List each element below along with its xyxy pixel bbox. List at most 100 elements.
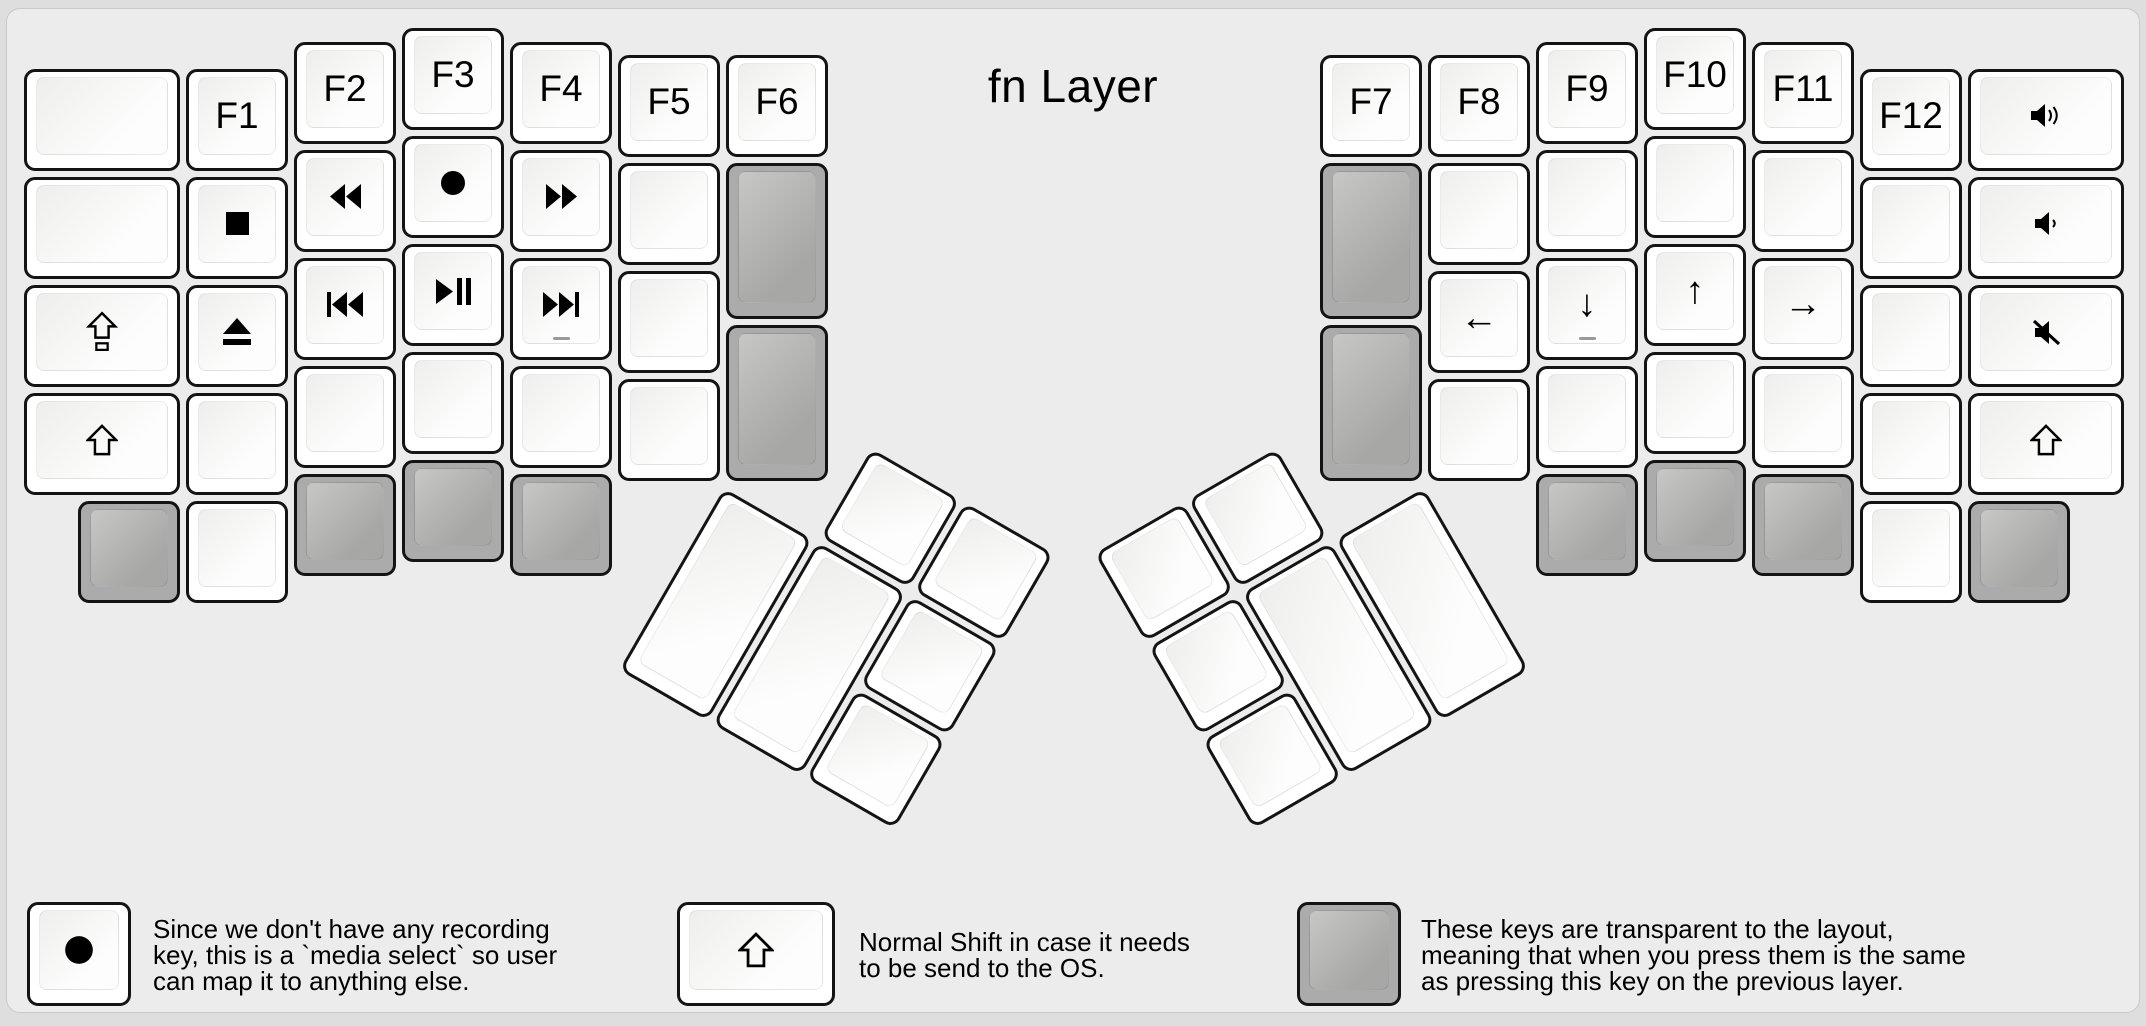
key-blank[interactable] [1752, 365, 1854, 468]
key-face [1202, 461, 1309, 569]
key-label: F8 [1457, 81, 1501, 122]
key-transparent[interactable] [294, 473, 396, 576]
key-f4[interactable]: F4 [510, 41, 612, 144]
key-play-pause[interactable] [402, 244, 504, 346]
key-arrow-right[interactable]: → [1752, 257, 1854, 360]
key-mute[interactable] [1968, 284, 2124, 387]
key-stop[interactable] [186, 176, 288, 279]
key-blank[interactable] [1536, 365, 1638, 468]
key-blank[interactable] [618, 163, 720, 265]
key-blank[interactable] [1536, 149, 1638, 252]
legend-line: key, this is a `media select` so user [153, 940, 558, 970]
legend-line: can map it to anything else. [153, 966, 470, 996]
key-face [1440, 171, 1518, 249]
shift-icon [1971, 396, 2121, 484]
key-transparent[interactable] [1644, 460, 1746, 562]
key-blank[interactable] [1428, 379, 1530, 481]
key-blank[interactable] [24, 176, 180, 279]
key-face [414, 252, 492, 330]
key-transparent[interactable] [1968, 500, 2070, 603]
key-blank[interactable] [1860, 176, 1962, 279]
key-blank[interactable] [618, 271, 720, 373]
transparent-sample-key[interactable] [1297, 902, 1401, 1006]
key-f11[interactable]: F11 [1752, 41, 1854, 144]
key-blank[interactable] [618, 379, 720, 481]
key-fast-forward[interactable] [510, 149, 612, 252]
key-face [1764, 157, 1842, 236]
key-next-track[interactable] [510, 257, 612, 360]
key-transparent[interactable] [402, 460, 504, 562]
key-face [1872, 292, 1950, 371]
key-blank[interactable] [1752, 149, 1854, 252]
key-face [824, 702, 932, 810]
key-blank[interactable] [1860, 500, 1962, 603]
key-blank[interactable] [186, 500, 288, 603]
key-f7[interactable]: F7 [1320, 55, 1422, 157]
legend-text-transparent-keys: These keys are transparent to the layout… [1421, 916, 1966, 994]
key-blank[interactable] [1644, 352, 1746, 454]
key-transparent[interactable] [1752, 473, 1854, 576]
key-face [1440, 63, 1518, 141]
key-blank[interactable] [510, 365, 612, 468]
key-face [414, 360, 492, 438]
key-prev-track[interactable] [294, 257, 396, 360]
key-blank[interactable] [1644, 136, 1746, 238]
key-f1[interactable]: F1 [186, 68, 288, 171]
key-label: F7 [1349, 81, 1393, 122]
key-face [1440, 387, 1518, 465]
key-face [738, 63, 816, 141]
legend-line: These keys are transparent to the layout… [1421, 914, 1894, 944]
key-volume-up[interactable] [1968, 68, 2124, 171]
key-transparent[interactable] [726, 325, 828, 481]
key-face [1872, 400, 1950, 479]
key-transparent[interactable] [1536, 473, 1638, 576]
record-sample-key[interactable] [27, 902, 131, 1006]
arrow-right-icon: → [1784, 283, 1822, 325]
key-blank[interactable] [1860, 284, 1962, 387]
key-face [1980, 400, 2112, 479]
caps-lock-icon [27, 288, 177, 376]
key-transparent[interactable] [726, 163, 828, 319]
key-face [522, 49, 600, 128]
key-f2[interactable]: F2 [294, 41, 396, 144]
key-f9[interactable]: F9 [1536, 41, 1638, 144]
key-f8[interactable]: F8 [1428, 55, 1530, 157]
rewind-icon [297, 153, 393, 241]
key-f12[interactable]: F12 [1860, 68, 1962, 171]
key-blank[interactable] [1860, 392, 1962, 495]
legend-text-media-select: Since we don't have any recording key, t… [153, 916, 557, 994]
key-arrow-down[interactable]: ↓ [1536, 257, 1638, 360]
key-shift-left[interactable] [24, 392, 180, 495]
homing-bump [553, 336, 570, 340]
key-face [36, 76, 168, 155]
key-face [932, 515, 1040, 623]
key-transparent[interactable] [1320, 325, 1422, 481]
key-volume-down[interactable] [1968, 176, 2124, 279]
key-arrow-up[interactable]: ↑ [1644, 244, 1746, 346]
key-transparent[interactable] [78, 500, 180, 603]
key-blank[interactable] [186, 392, 288, 495]
key-label: F3 [431, 54, 475, 95]
key-transparent[interactable] [510, 473, 612, 576]
key-blank[interactable] [402, 352, 504, 454]
key-f3[interactable]: F3 [402, 28, 504, 130]
key-rewind[interactable] [294, 149, 396, 252]
key-blank[interactable] [1428, 163, 1530, 265]
key-f6[interactable]: F6 [726, 55, 828, 157]
key-transparent[interactable] [1320, 163, 1422, 319]
key-record-media-select[interactable] [402, 136, 504, 238]
key-blank[interactable] [24, 68, 180, 171]
key-f5[interactable]: F5 [618, 55, 720, 157]
key-shift-right[interactable] [1968, 392, 2124, 495]
key-caps-lock[interactable] [24, 284, 180, 387]
key-label: F1 [215, 94, 259, 136]
key-label: F6 [755, 81, 799, 122]
key-blank[interactable] [294, 365, 396, 468]
key-face [630, 171, 708, 249]
key-eject[interactable] [186, 284, 288, 387]
key-face [630, 387, 708, 465]
shift-sample-key[interactable] [677, 902, 835, 1006]
key-f10[interactable]: F10 [1644, 28, 1746, 130]
key-arrow-left[interactable]: ← [1428, 271, 1530, 373]
